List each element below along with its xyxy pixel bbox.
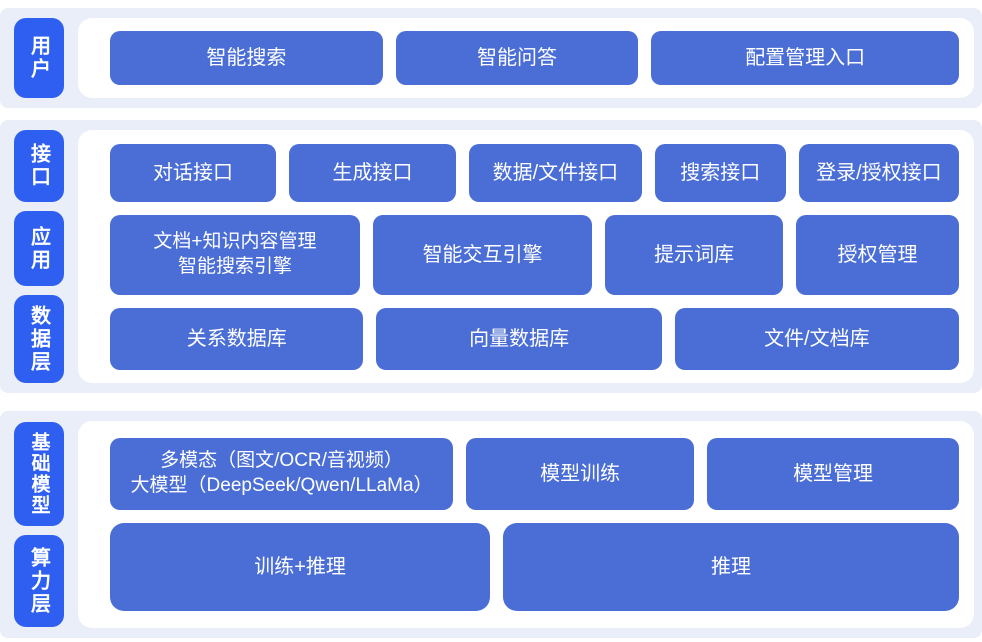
row: 智能搜索 智能问答 配置管理入口 [110, 31, 959, 85]
block-relational-database: 关系数据库 [110, 307, 364, 370]
block-smart-search: 智能搜索 [110, 31, 383, 85]
block-prompt-library: 提示词库 [605, 214, 784, 295]
block-model-management: 模型管理 [707, 438, 959, 510]
layer-label-foundation-model: 基础模型 [14, 422, 64, 526]
block-auth-management: 授权管理 [796, 214, 960, 295]
row: 对话接口 生成接口 数据/文件接口 搜索接口 登录/授权接口 [110, 143, 959, 202]
user-layer-panel: 智能搜索 智能问答 配置管理入口 [78, 18, 974, 98]
block-line: 智能搜索引擎 [177, 255, 292, 277]
layer-labels-column: 基础模型 算力层 [14, 421, 64, 628]
layer-labels-column: 用户 [14, 18, 64, 98]
foundation-model-compute-panel: 多模态（图文/OCR/音视频） 大模型（DeepSeek/Qwen/LLaMa）… [78, 421, 974, 628]
layer-labels-column: 接口 应用 数据层 [14, 130, 64, 383]
block-search-api: 搜索接口 [654, 143, 786, 202]
layer-label-interface: 接口 [14, 130, 64, 202]
block-file-document-store: 文件/文档库 [674, 307, 959, 370]
block-doc-knowledge-search-engine: 文档+知识内容管理 智能搜索引擎 [110, 214, 360, 295]
layer-label-application: 应用 [14, 211, 64, 286]
row: 关系数据库 向量数据库 文件/文档库 [110, 307, 959, 370]
row: 训练+推理 推理 [110, 523, 959, 611]
block-line: 大模型（DeepSeek/Qwen/LLaMa） [130, 475, 433, 496]
block-login-auth-api: 登录/授权接口 [798, 143, 959, 202]
layer-label-compute: 算力层 [14, 535, 64, 627]
block-data-file-api: 数据/文件接口 [468, 143, 642, 202]
interface-application-data-panel: 对话接口 生成接口 数据/文件接口 搜索接口 登录/授权接口 文档+知识内容管理… [78, 130, 974, 383]
block-line: 多模态（图文/OCR/音视频） [160, 450, 403, 472]
block-model-training: 模型训练 [466, 438, 695, 510]
block-generation-api: 生成接口 [289, 143, 456, 202]
block-config-management-entry: 配置管理入口 [651, 31, 959, 85]
band-interface-application-data: 接口 应用 数据层 对话接口 生成接口 数据/文件接口 搜索接口 登录/授权接口… [0, 120, 982, 393]
block-inference: 推理 [503, 523, 959, 611]
layer-label-user: 用户 [14, 18, 64, 98]
block-multimodal-llm: 多模态（图文/OCR/音视频） 大模型（DeepSeek/Qwen/LLaMa） [110, 438, 454, 510]
block-dialog-api: 对话接口 [110, 143, 276, 202]
block-vector-database: 向量数据库 [376, 307, 662, 370]
block-training-plus-inference: 训练+推理 [110, 523, 491, 611]
row: 多模态（图文/OCR/音视频） 大模型（DeepSeek/Qwen/LLaMa）… [110, 438, 959, 510]
block-smart-qa: 智能问答 [395, 31, 639, 85]
row: 文档+知识内容管理 智能搜索引擎 智能交互引擎 提示词库 授权管理 [110, 214, 960, 295]
band-user-layer: 用户 智能搜索 智能问答 配置管理入口 [0, 8, 982, 108]
block-line: 文档+知识内容管理 [153, 230, 317, 252]
layer-label-data: 数据层 [14, 295, 64, 383]
band-foundation-model-compute: 基础模型 算力层 多模态（图文/OCR/音视频） 大模型（DeepSeek/Qw… [0, 411, 982, 638]
block-interactive-engine: 智能交互引擎 [372, 214, 593, 295]
